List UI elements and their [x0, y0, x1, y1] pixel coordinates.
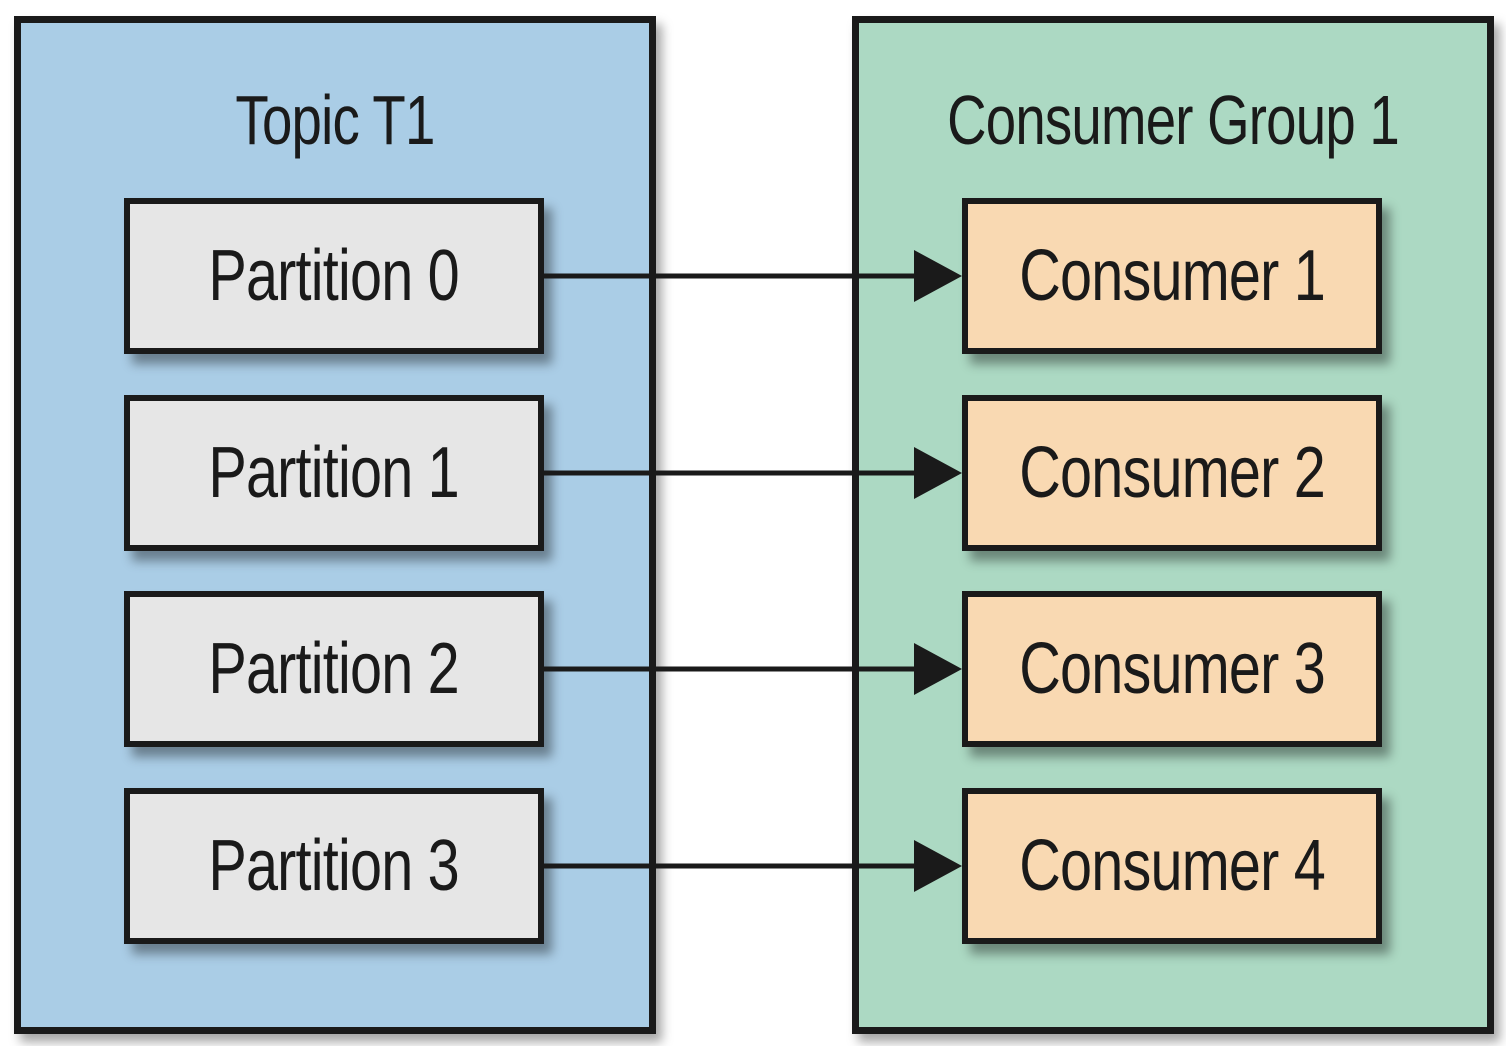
consumer-label: Consumer 3 [1019, 629, 1326, 709]
partition-box: Partition 1 [124, 395, 544, 551]
consumer-label: Consumer 2 [1019, 433, 1326, 513]
partition-box: Partition 3 [124, 788, 544, 944]
partition-label: Partition 2 [208, 629, 460, 709]
consumer-box: Consumer 2 [962, 395, 1382, 551]
partition-box: Partition 2 [124, 591, 544, 747]
consumer-box: Consumer 4 [962, 788, 1382, 944]
consumer-box: Consumer 3 [962, 591, 1382, 747]
partition-label: Partition 0 [208, 236, 460, 316]
consumer-group-title: Consumer Group 1 [947, 81, 1400, 159]
consumer-label: Consumer 1 [1019, 236, 1326, 316]
partition-box: Partition 0 [124, 198, 544, 354]
partition-label: Partition 1 [208, 433, 460, 513]
consumer-label: Consumer 4 [1019, 826, 1326, 906]
consumer-box: Consumer 1 [962, 198, 1382, 354]
topic-title: Topic T1 [235, 81, 435, 159]
partition-label: Partition 3 [208, 826, 460, 906]
